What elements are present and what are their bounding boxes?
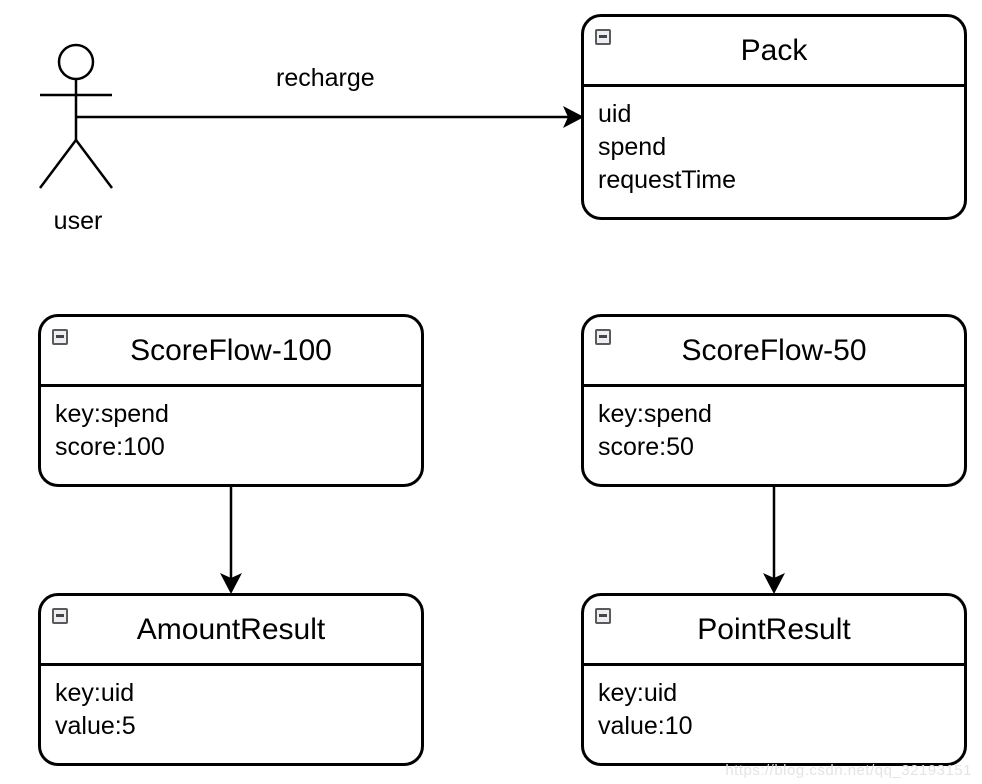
attribute: score:100 [55, 433, 165, 461]
class-scoreflow-100[interactable]: ScoreFlow-100 key:spend score:100 [38, 314, 424, 487]
class-amountresult[interactable]: AmountResult key:uid value:5 [38, 593, 424, 766]
collapse-icon[interactable] [595, 608, 611, 624]
class-scoreflow-100-attributes: key:spend score:100 [41, 387, 421, 464]
class-pack-attributes: uid spend requestTime [584, 87, 964, 197]
attribute: requestTime [598, 166, 737, 194]
class-pointresult-attributes: key:uid value:10 [584, 666, 964, 743]
attribute: value:10 [598, 712, 693, 740]
collapse-icon[interactable] [595, 329, 611, 345]
class-pack-name: Pack [740, 33, 808, 67]
attribute: score:50 [598, 433, 694, 461]
watermark: https://blog.csdn.net/qq_32193151 [725, 762, 972, 779]
class-scoreflow-50[interactable]: ScoreFlow-50 key:spend score:50 [581, 314, 967, 487]
class-scoreflow-50-header: ScoreFlow-50 [584, 317, 964, 387]
class-scoreflow-50-name: ScoreFlow-50 [681, 333, 867, 367]
attribute: value:5 [55, 712, 136, 740]
attribute: uid [598, 100, 632, 128]
class-scoreflow-100-header: ScoreFlow-100 [41, 317, 421, 387]
class-pack[interactable]: Pack uid spend requestTime [581, 14, 967, 220]
class-amountresult-header: AmountResult [41, 596, 421, 666]
collapse-icon[interactable] [595, 29, 611, 45]
arrowhead-scoreflow100-to-amountresult [220, 573, 242, 594]
collapse-icon[interactable] [52, 329, 68, 345]
user-actor-icon[interactable] [38, 42, 114, 192]
class-scoreflow-100-name: ScoreFlow-100 [130, 333, 332, 367]
class-scoreflow-50-attributes: key:spend score:50 [584, 387, 964, 464]
user-actor-label: user [53, 207, 103, 235]
class-amountresult-attributes: key:uid value:5 [41, 666, 421, 743]
attribute: key:spend [55, 400, 169, 428]
class-pointresult[interactable]: PointResult key:uid value:10 [581, 593, 967, 766]
class-pack-header: Pack [584, 17, 964, 87]
class-pointresult-name: PointResult [697, 612, 851, 646]
collapse-icon[interactable] [52, 608, 68, 624]
attribute: spend [598, 133, 667, 161]
class-amountresult-name: AmountResult [136, 612, 326, 646]
edge-label-recharge: recharge [276, 64, 375, 92]
attribute: key:uid [598, 679, 678, 707]
attribute: key:spend [598, 400, 712, 428]
attribute: key:uid [55, 679, 135, 707]
arrowhead-scoreflow50-to-pointresult [763, 573, 785, 594]
class-pointresult-header: PointResult [584, 596, 964, 666]
